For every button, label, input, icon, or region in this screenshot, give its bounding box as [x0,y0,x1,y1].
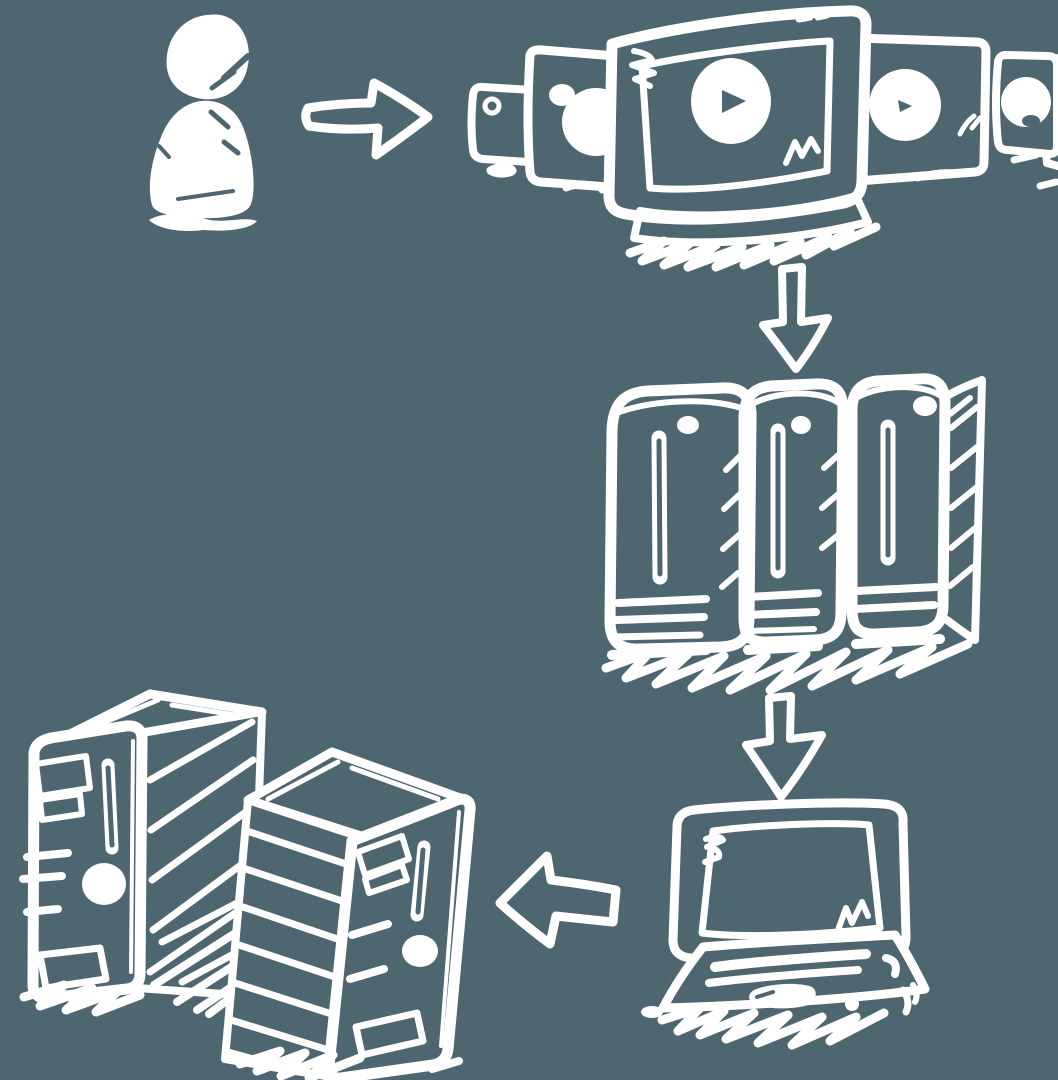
video-player-main [603,5,881,272]
frame-mark [814,11,831,21]
arrow-down-icon: Servers to laptop [742,692,826,801]
corner-mark [549,84,575,106]
power-button [402,935,438,967]
drive-bay [37,791,85,823]
person-head-shading [209,69,237,91]
video-player-icon: Video player screens (stack of monitors … [467,5,1058,272]
drive-bay [33,753,93,799]
screen-squiggle [834,899,871,936]
keyboard-line [705,966,862,987]
shadow-blob [486,163,517,178]
rack-shadow [601,634,973,695]
person-body [149,100,254,219]
tower-shadow-scribble [235,1046,365,1080]
monitor-dot [482,96,502,116]
corner-squiggle [969,115,983,131]
side-scribble [910,982,920,1005]
base-dot [845,997,859,1011]
shadow-dash [1010,151,1040,164]
monitor-right-back [992,51,1058,158]
monitor-screen [638,37,834,193]
hinge-mark [882,954,900,978]
power-dot [791,416,811,434]
server-tower-1 [604,382,757,655]
corner-squiggle [957,113,977,137]
power-dot [677,416,699,434]
tower-foot [352,1009,427,1059]
desktop-towers-icon: Two desktop tower computers [19,689,476,1080]
arrow-left-icon: Laptop to desktop towers [495,851,621,949]
tower-shadow-scribble [19,980,145,1017]
screen-squiggle [629,48,657,89]
monitor-shadow-scribble [625,222,881,272]
tower-side-panel [943,376,986,644]
shadow-dash [1036,178,1058,190]
power-button [82,863,126,905]
person-shadow [149,214,257,231]
desktop-tower-front [221,747,476,1080]
screen-squiggle [783,136,821,166]
server-tower-2 [738,378,849,648]
drive-bay [362,862,410,896]
arrow-down-icon: Video players to servers [759,263,832,373]
person-body-shading [208,109,231,130]
frame-mark [795,13,814,23]
person-head [166,14,249,100]
person-body-shading [176,189,235,201]
keyboard-line [710,949,871,972]
arrow-right-icon: Person to video players [301,78,433,160]
side-scribble [899,986,912,1016]
rack-hatch-marks [719,446,848,590]
shadow-dash [562,180,602,192]
tower-foot [36,944,110,992]
laptop-icon: Laptop computer [641,798,930,1050]
screen-squiggle [702,833,726,865]
person-body-shading [221,139,241,156]
person-icon: Person figure [149,14,257,231]
person-body-shading [157,144,171,159]
play-triangle-icon [722,90,746,113]
trackpad [749,983,816,1009]
power-dot [913,396,937,416]
laptop-shadow-scribble [657,1003,889,1050]
server-rack-icon: Three tower servers [601,373,986,695]
laptop-screen [698,820,884,940]
shadow-dash [914,169,966,182]
server-tower-3 [846,373,986,644]
desktop-tower-back [19,689,267,1017]
shadow-blob [641,1006,663,1018]
drive-bay [355,833,412,878]
